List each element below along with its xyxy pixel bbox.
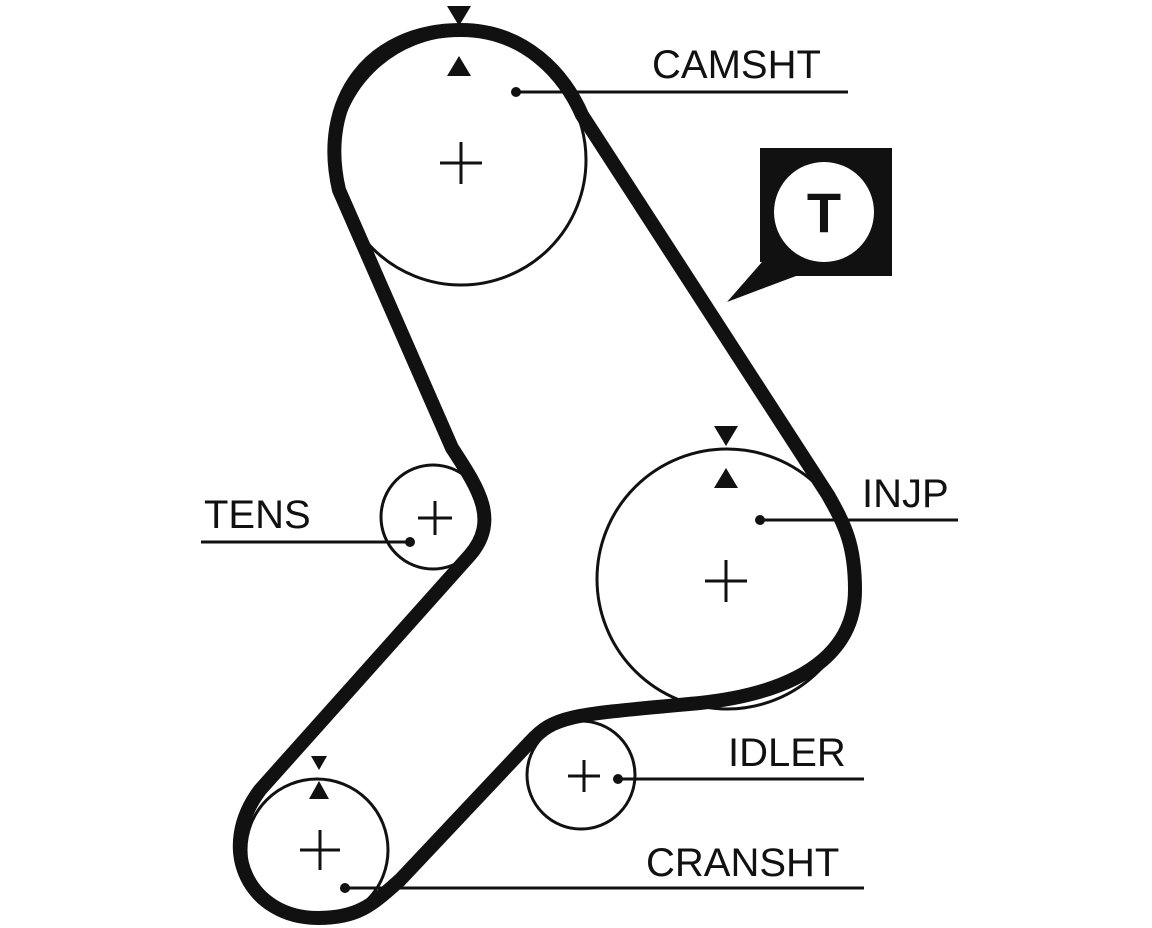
crankshaft-timing-mark-icon [309,756,329,799]
timing-belt [232,23,862,925]
leader-lines [201,87,958,893]
camshaft-label: CAMSHT [652,43,821,87]
camshaft-leader [511,87,848,97]
idler-label: IDLER [728,731,846,775]
timing-belt-badge-icon: T [727,148,892,302]
timing-marks [309,6,738,799]
tensioner-center-cross-icon [418,501,452,535]
idler-leader [613,774,864,784]
injection-pump-leader [755,515,958,525]
crankshaft-label: CRANSHT [646,841,839,885]
center-marks [300,142,747,870]
camshaft-center-cross-icon [440,142,482,184]
crankshaft-center-cross-icon [300,830,340,870]
badge-letter: T [807,181,841,244]
injection-pump-center-cross-icon [705,560,747,602]
crankshaft-leader [340,883,864,893]
injection-pump-timing-mark-icon [714,426,738,488]
camshaft-timing-mark-icon [447,6,471,76]
tensioner-label: TENS [204,493,311,537]
idler-center-cross-icon [568,760,600,792]
tensioner-leader [201,537,415,547]
injection-pump-label: INJP [862,472,949,516]
